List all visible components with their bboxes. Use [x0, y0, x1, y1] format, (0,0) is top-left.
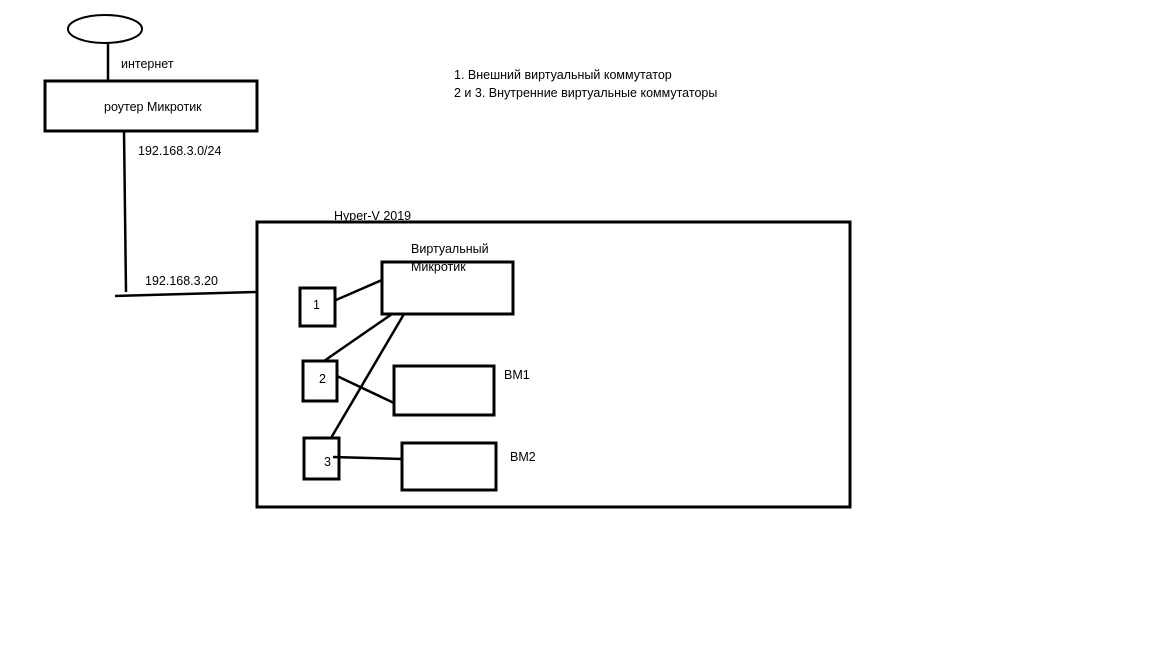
virtual-mikrotik-box [380, 260, 515, 316]
hyperv-box [255, 220, 852, 509]
link-switch1-mikrotik [335, 278, 383, 302]
internet-cloud [67, 14, 143, 44]
vm1-box [392, 364, 496, 417]
link-switch2-vm1 [336, 374, 395, 405]
legend-line-2: 2 и 3. Внутренние виртуальные коммутатор… [454, 86, 717, 100]
switch-3-label: 3 [324, 455, 331, 469]
internet-label: интернет [121, 57, 174, 71]
link-switch3-vm2 [332, 455, 403, 461]
vm1-label: ВМ1 [504, 368, 530, 382]
hyperv-label: Hyper-V 2019 [334, 209, 411, 223]
host-ip-label: 192.168.3.20 [145, 274, 218, 288]
switch-1-label: 1 [313, 298, 320, 312]
switch-3-box [302, 436, 341, 481]
legend-line-1: 1. Внешний виртуальный коммутатор [454, 68, 672, 82]
switch-2-label: 2 [319, 372, 326, 386]
link-switch2-mikrotik [323, 312, 393, 363]
switch-2-box [301, 359, 339, 403]
link-switch3-mikrotik [329, 313, 406, 439]
router-to-host-link [122, 130, 128, 293]
virtual-mikrotik-label-1: Виртуальный [411, 242, 489, 256]
subnet-label: 192.168.3.0/24 [138, 144, 221, 158]
vm2-label: ВМ2 [510, 450, 536, 464]
router-label: роутер Микротик [104, 100, 202, 114]
switch-1-box [298, 286, 337, 328]
host-uplink [114, 290, 258, 298]
vm2-box [400, 441, 498, 492]
router-box [43, 79, 259, 133]
